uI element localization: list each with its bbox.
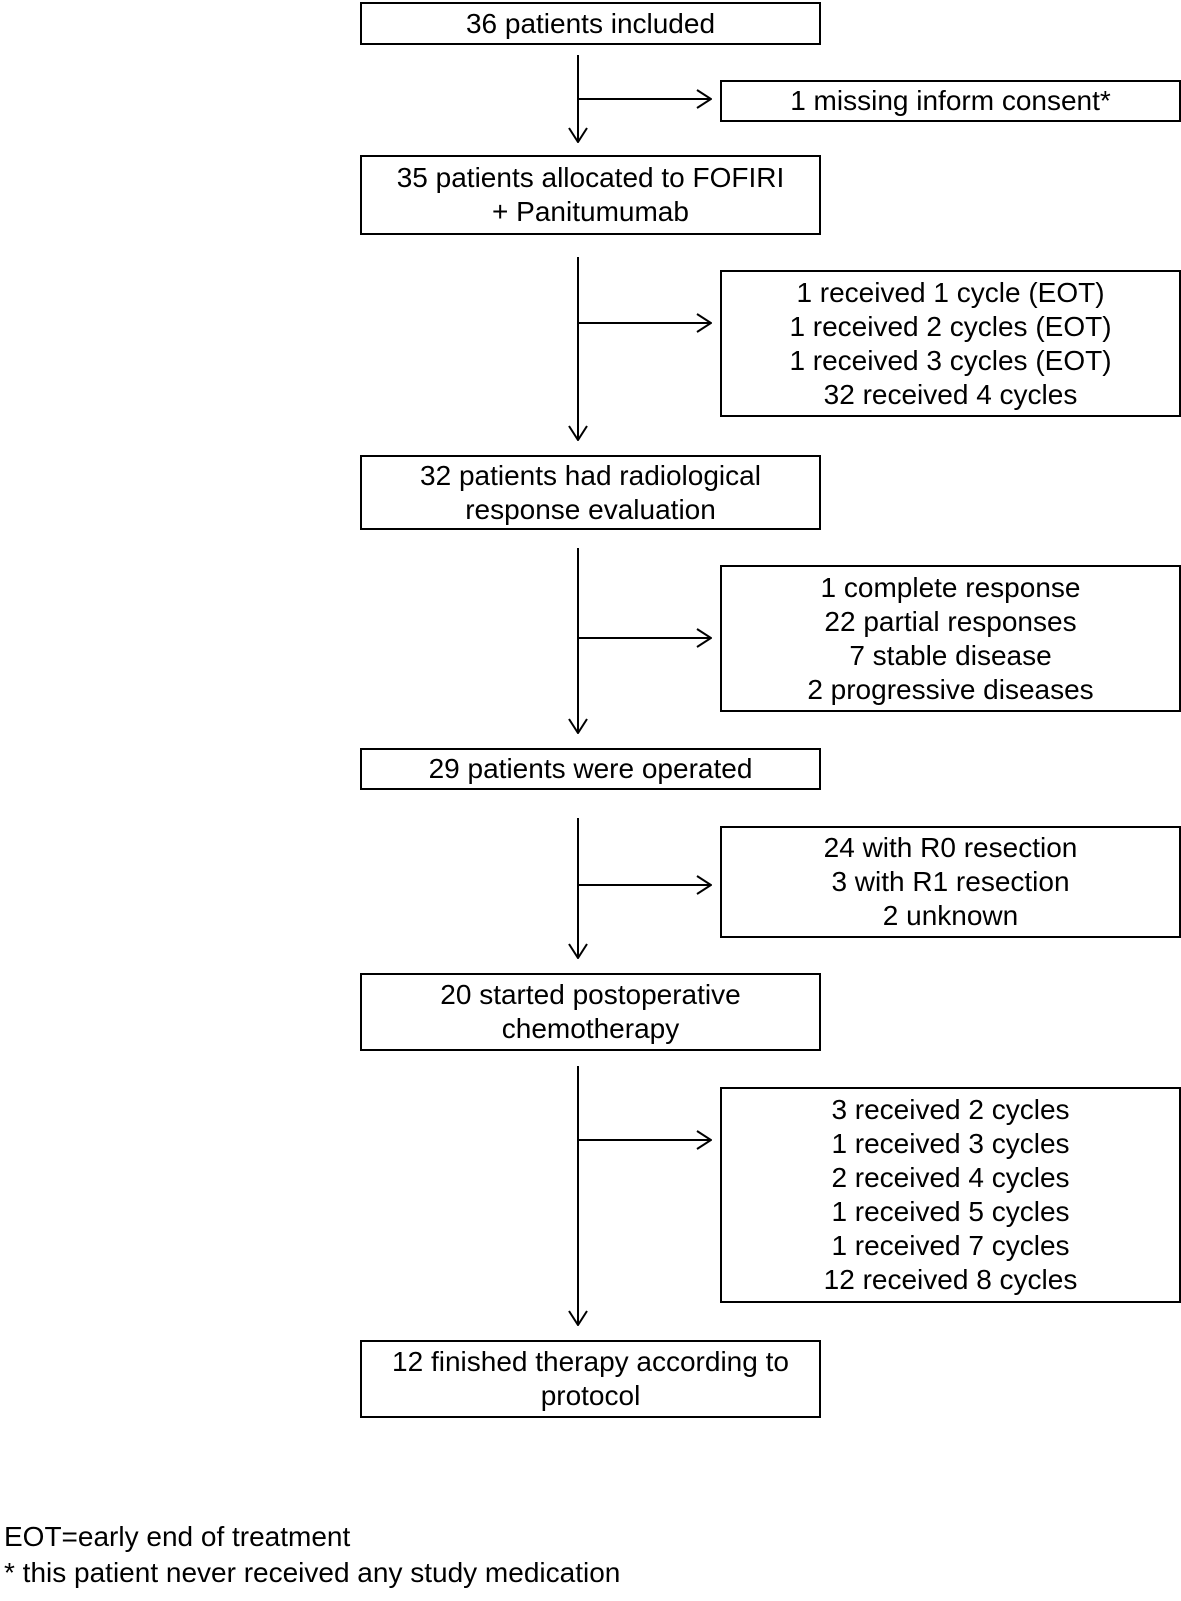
- postoperative-cycles-breakdown: 3 received 2 cycles 1 received 3 cycles …: [720, 1087, 1181, 1303]
- note-text: 1 received 3 cycles: [831, 1128, 1070, 1159]
- note-text: 1 received 2 cycles (EOT): [789, 310, 1112, 342]
- note-text: 24 with R0 resection: [823, 832, 1078, 863]
- step-text: chemotherapy: [501, 1013, 680, 1044]
- step-text: 36 patients included: [465, 7, 716, 39]
- step-text: 12 finished therapy according to: [392, 1346, 789, 1377]
- resection-breakdown: 24 with R0 resection 3 with R1 resection…: [720, 826, 1181, 938]
- note-text: 1 missing inform consent*: [790, 85, 1111, 116]
- note-text: 22 partial responses: [824, 605, 1077, 637]
- note-text: 1 complete response: [820, 571, 1081, 603]
- step-text: response evaluation: [465, 493, 716, 525]
- exclusion-missing-consent: 1 missing inform consent*: [720, 80, 1181, 122]
- note-text: 2 unknown: [882, 900, 1019, 931]
- note-text: 2 progressive diseases: [807, 673, 1094, 705]
- note-text: 1 received 5 cycles: [831, 1196, 1070, 1227]
- step-text: + Panitumumab: [492, 196, 689, 227]
- note-text: 7 stable disease: [849, 639, 1052, 671]
- note-text: 3 received 2 cycles: [831, 1094, 1070, 1125]
- step-patients-included: 36 patients included: [360, 2, 821, 45]
- note-text: 3 with R1 resection: [831, 866, 1070, 897]
- step-finished-therapy: 12 finished therapy according to protoco…: [360, 1340, 821, 1418]
- note-text: 1 received 7 cycles: [831, 1230, 1070, 1261]
- note-text: 2 received 4 cycles: [831, 1162, 1070, 1193]
- note-text: 1 received 1 cycle (EOT): [796, 276, 1105, 308]
- response-breakdown: 1 complete response 22 partial responses…: [720, 565, 1181, 712]
- footnote-asterisk: * this patient never received any study …: [4, 1557, 621, 1588]
- step-text: 29 patients were operated: [428, 753, 753, 784]
- step-postoperative-chemotherapy: 20 started postoperative chemotherapy: [360, 973, 821, 1051]
- note-text: 32 received 4 cycles: [823, 378, 1078, 410]
- step-text: 32 patients had radiological: [420, 459, 761, 491]
- step-response-evaluation: 32 patients had radiological response ev…: [360, 455, 821, 530]
- preoperative-cycles-breakdown: 1 received 1 cycle (EOT) 1 received 2 cy…: [720, 270, 1181, 417]
- note-text: 1 received 3 cycles (EOT): [789, 344, 1112, 376]
- step-text: 20 started postoperative: [440, 979, 741, 1010]
- step-text: 35 patients allocated to FOFIRI: [396, 162, 785, 193]
- step-patients-allocated: 35 patients allocated to FOFIRI + Panitu…: [360, 155, 821, 235]
- note-text: 12 received 8 cycles: [823, 1264, 1078, 1295]
- footnote-abbreviation: EOT=early end of treatment: [4, 1521, 351, 1552]
- step-operated: 29 patients were operated: [360, 748, 821, 790]
- step-text: protocol: [540, 1380, 641, 1411]
